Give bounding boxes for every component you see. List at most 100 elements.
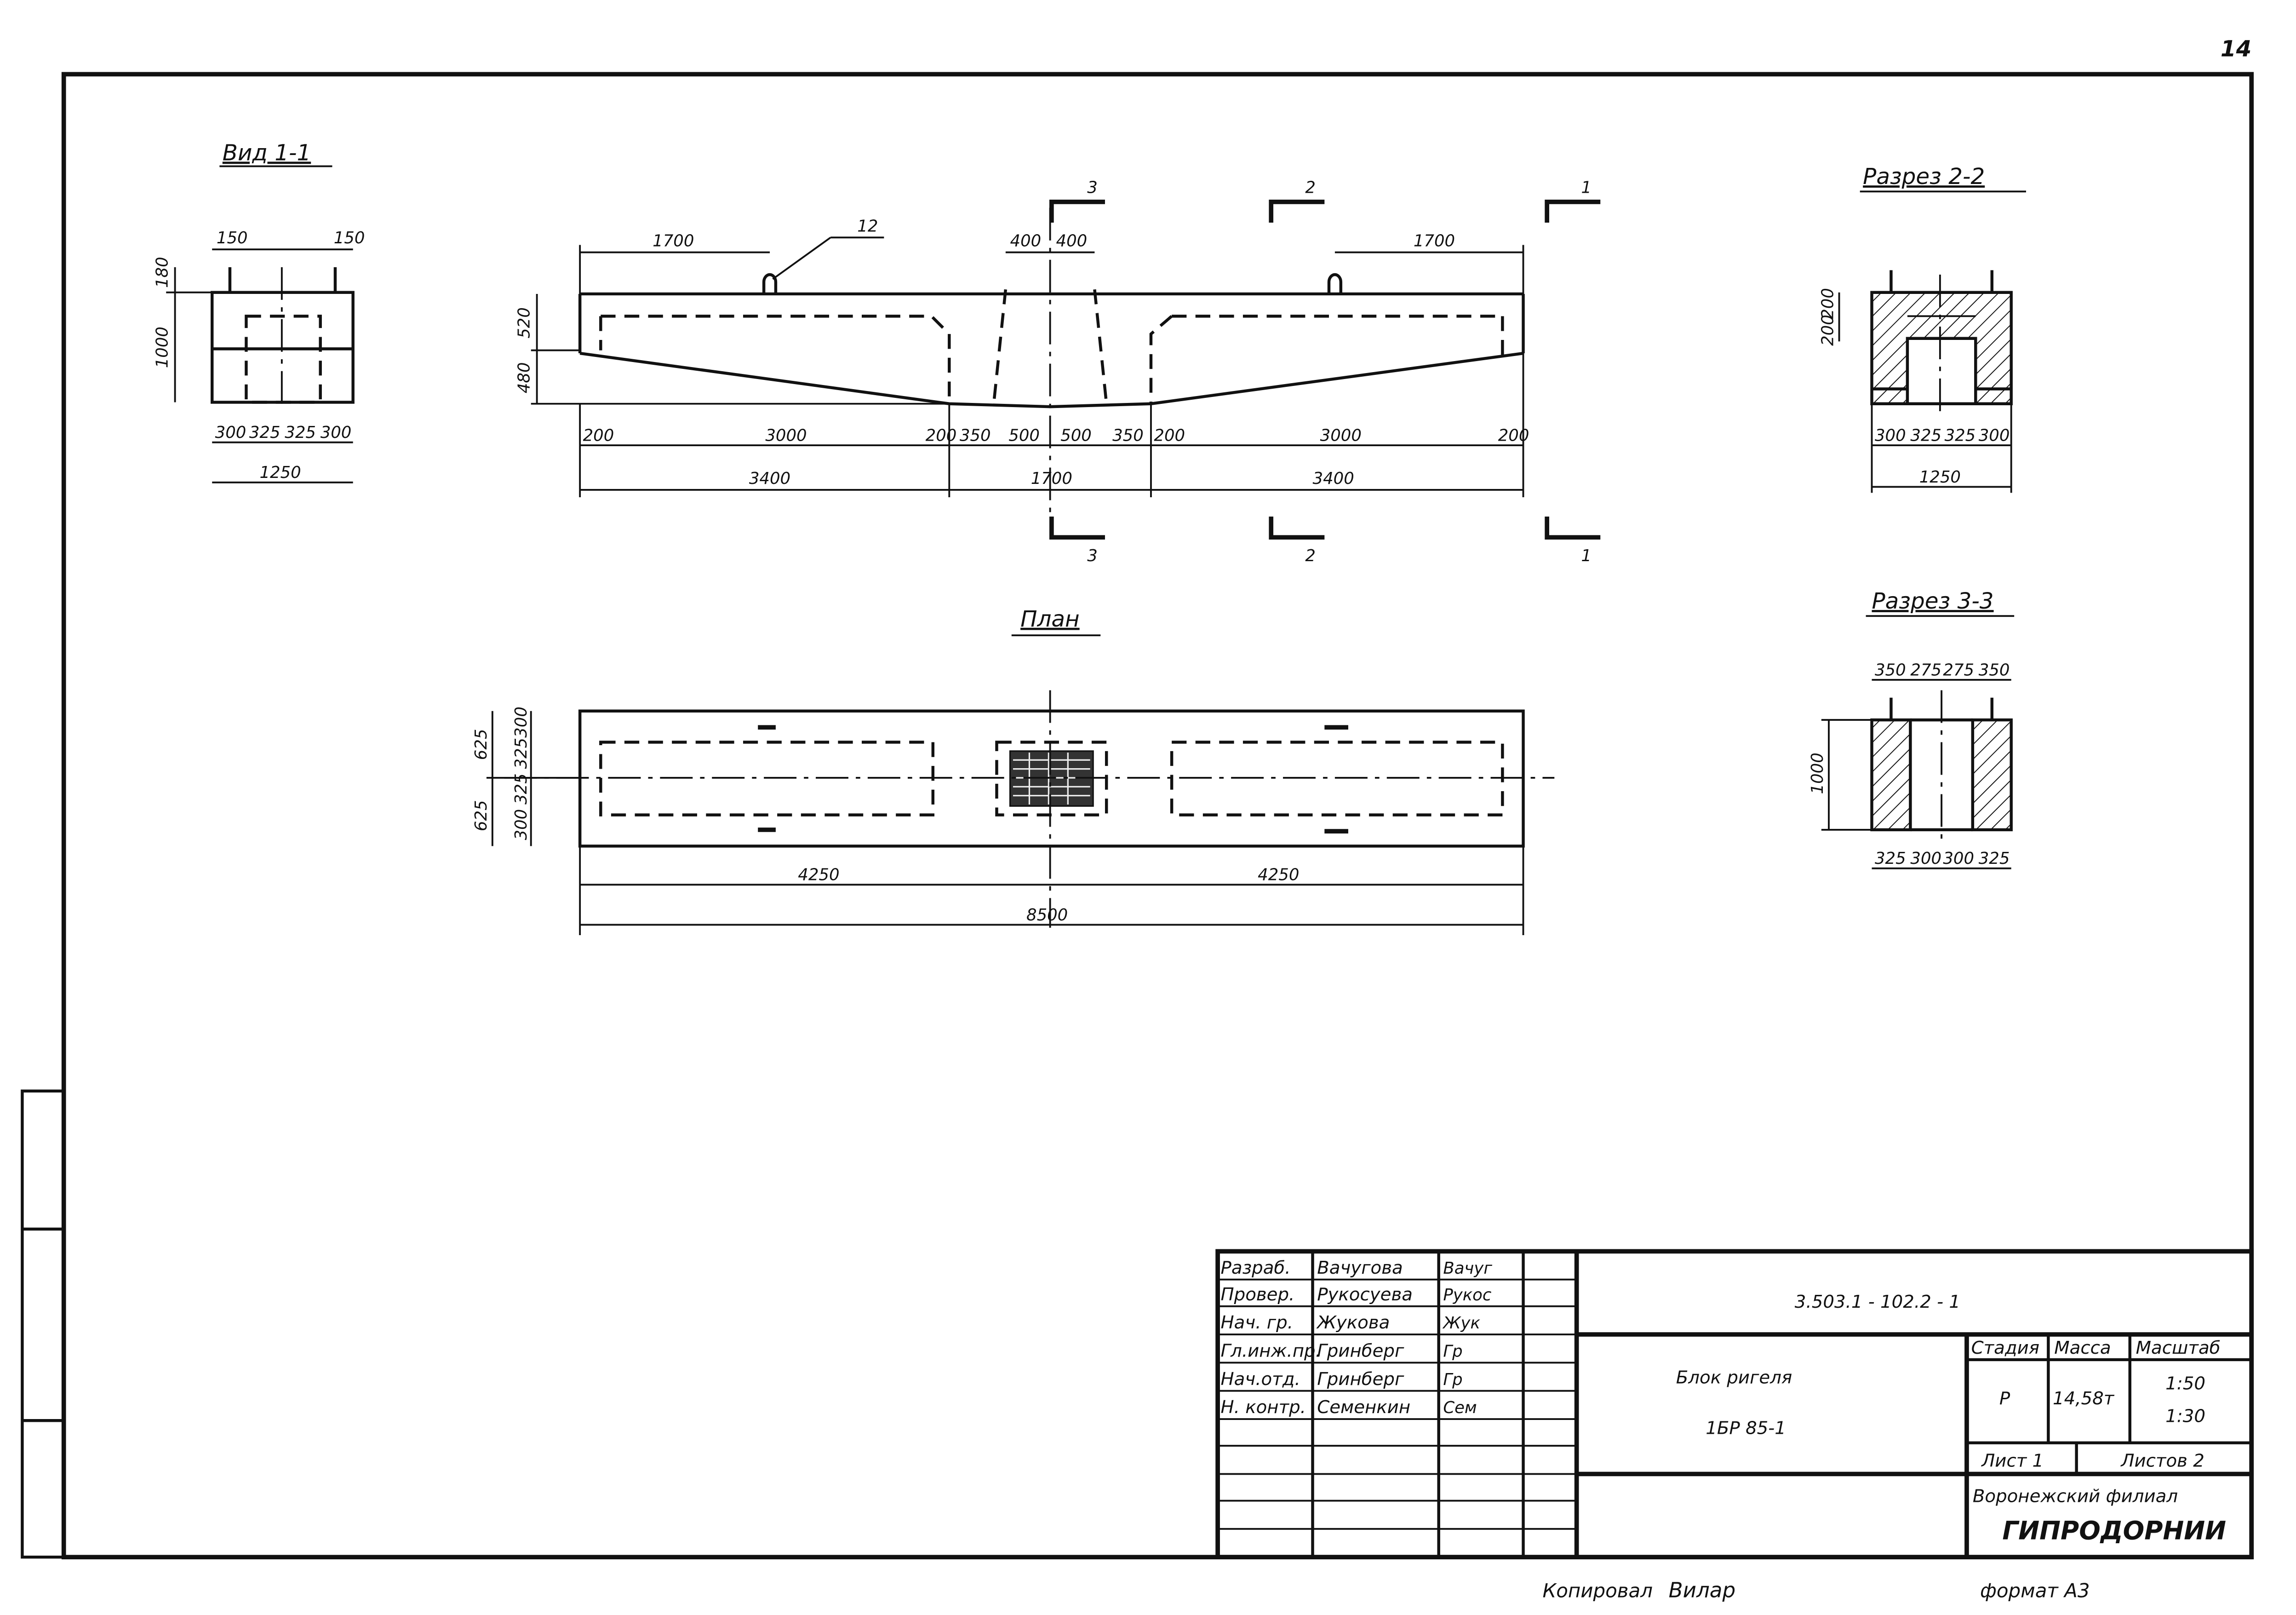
dim: 200 [1819,288,1838,319]
signature: Гр [1443,1342,1462,1361]
dim: 1000 [153,327,172,368]
dim: 1700 [1031,469,1072,488]
role-label: Нач. гр. [1221,1312,1293,1333]
dim: 325 [249,423,281,442]
mass-header: Масса [2054,1338,2111,1358]
dim: 400 [1010,232,1042,251]
role-label: Нач.отд. [1221,1369,1300,1390]
signature: Вачуг [1443,1259,1492,1278]
dim: 625 [472,729,491,760]
plan-title: План [1020,606,1080,632]
signature: Рукос [1443,1286,1491,1305]
dim: 480 [515,362,533,393]
dim: 4250 [1258,866,1299,885]
dim: 350 [960,426,991,445]
stage-value: Р [1999,1388,2010,1409]
copied-signature: Вилар [1669,1578,1735,1602]
section-2-2: Разрез 2-2 200 200 300 325 325 300 1250 [1819,164,2026,493]
signature: Гр [1443,1370,1462,1389]
dim: 300 [1910,849,1941,868]
dim: 1250 [259,463,301,482]
signature: Сем [1443,1398,1477,1417]
plan-view: План 625 625 300 325 325 300 [472,606,1555,936]
page-number: 14 [2221,36,2251,62]
org-line1: Воронежский филиал [1973,1486,2178,1507]
mass-value: 14,58т [2053,1388,2115,1409]
section-3-3: Разрез 3-3 350 275 275 350 1000 325 300 … [1808,588,2015,869]
dim: 325 [512,773,531,805]
role-name: Рукосуева [1317,1284,1413,1305]
dim: 200 [1154,426,1185,445]
dim: 3000 [1320,426,1362,445]
dim: 500 [1008,426,1040,445]
signature: Жук [1442,1314,1480,1333]
section-mark: 1 [1581,546,1592,565]
dim: 4250 [798,866,839,885]
dim: 300 [512,809,531,840]
section-2-2-title: Разрез 2-2 [1863,164,1985,190]
dim: 350 [1875,661,1906,679]
copied-label: Копировал [1542,1579,1653,1602]
dim: 3400 [1313,469,1354,488]
elevation-view: 12 1700 400 400 1700 520 480 200 3000 20… [515,178,1601,565]
role-name: Вачугова [1317,1258,1403,1278]
dim: 325 [285,423,316,442]
title-block: Разраб. Вачугова Вачуг Провер. Рукосуева… [1215,1249,2254,1559]
section-mark: 3 [1087,178,1098,197]
section-3-3-title: Разрез 3-3 [1872,588,1994,614]
dim: 1700 [653,232,694,251]
dim: 150 [334,229,365,247]
dim: 200 [1819,315,1838,346]
scale-header: Масштаб [2136,1338,2221,1358]
dim: 325 [1910,426,1941,445]
dim: 150 [217,229,248,247]
dim: 275 [1910,661,1941,679]
role-name: Гринберг [1317,1340,1404,1361]
dim: 1000 [1808,753,1827,794]
item-name: Блок ригеля [1676,1368,1792,1388]
section-mark: 2 [1305,178,1316,197]
dim: 325 [512,738,531,769]
hook-mark: 12 [857,217,878,236]
dim: 325 [1945,426,1976,445]
dim: 500 [1060,426,1092,445]
dim: 625 [472,800,491,831]
dim: 300 [321,423,352,442]
sheet-frame [21,72,2254,1559]
dim: 300 [1979,426,2010,445]
dim: 400 [1056,232,1088,251]
role-name: Семенкин [1317,1397,1410,1418]
dim: 300 [1875,426,1906,445]
dim: 3000 [765,426,807,445]
section-mark: 2 [1305,546,1316,565]
view-1-1: Вид 1-1 150 150 180 1000 300 325 325 300… [153,140,365,483]
org-line2: ГИПРОДОРНИИ [2002,1516,2226,1545]
dim: 180 [153,257,172,288]
role-label: Провер. [1221,1284,1295,1305]
dim: 275 [1943,661,1974,679]
dim: 300 [1943,849,1974,868]
item-mark: 1БР 85-1 [1706,1418,1786,1438]
section-mark: 1 [1581,178,1592,197]
view-1-1-title: Вид 1-1 [223,140,311,166]
dim: 300 [512,707,531,738]
dim: 325 [1875,849,1906,868]
dim: 325 [1979,849,2010,868]
dim: 200 [926,426,957,445]
section-mark: 3 [1087,546,1098,565]
dim: 3400 [749,469,790,488]
dim: 200 [1498,426,1529,445]
scale-value-2: 1:30 [2165,1406,2205,1426]
sheet-number: Лист 1 [1981,1450,2044,1471]
format-label: формат А3 [1980,1579,2090,1602]
role-label: Гл.инж.пр. [1221,1340,1321,1361]
dim: 1250 [1919,468,1961,487]
dim: 300 [215,423,246,442]
dim: 350 [1112,426,1144,445]
role-name: Гринберг [1317,1369,1404,1390]
dim: 200 [583,426,614,445]
dim: 350 [1979,661,2010,679]
sheet-count: Листов 2 [2120,1450,2204,1471]
role-label: Разраб. [1221,1258,1291,1278]
